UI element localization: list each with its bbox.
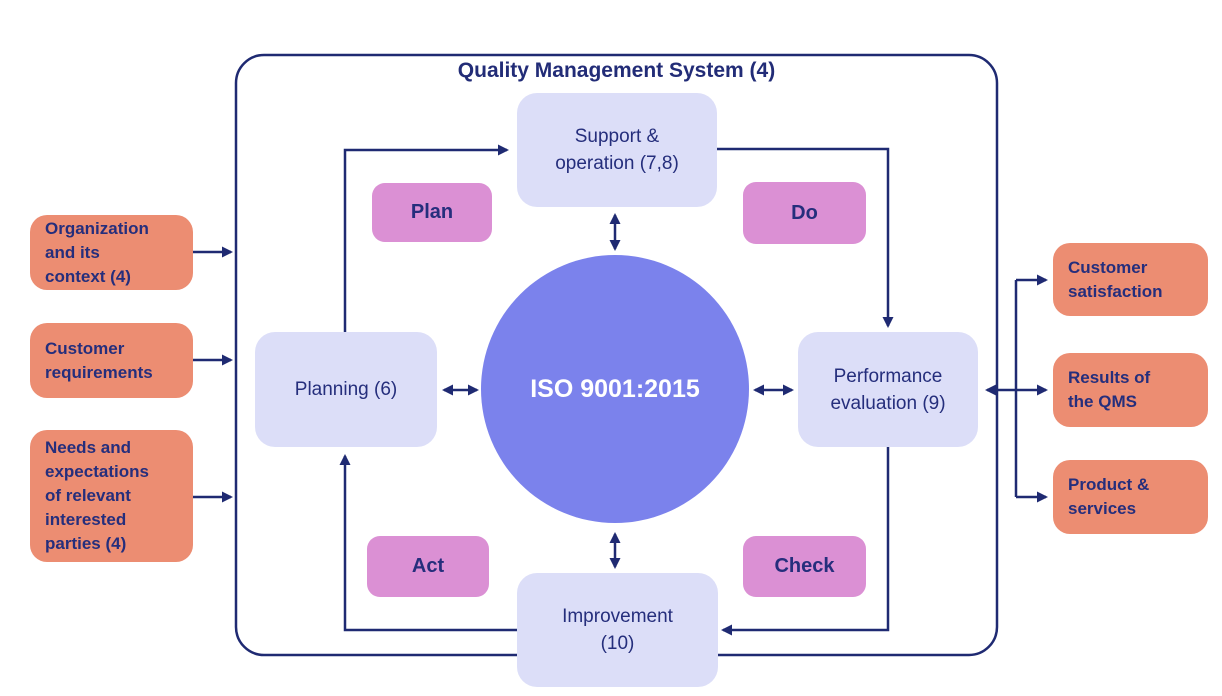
pdca-label-act: Act <box>367 536 489 597</box>
process-box-support-operation: Support & operation (7,8) <box>517 93 717 207</box>
arrow-support-to-performance <box>717 147 894 328</box>
input-box-customer-requirements: Customer requirements <box>30 323 193 398</box>
pdca-label-check: Check <box>743 536 866 597</box>
arrow-performance-to-improvement <box>721 447 890 636</box>
output-box-customer-satisfaction: Customer satisfaction <box>1053 243 1208 316</box>
pdca-label-do: Do <box>743 182 866 244</box>
process-box-performance-evaluation: Performance evaluation (9) <box>798 332 978 447</box>
input-box-organization-context: Organization and its context (4) <box>30 215 193 290</box>
output-box-results-qms: Results of the QMS <box>1053 353 1208 427</box>
pdca-label-plan: Plan <box>372 183 492 242</box>
process-box-improvement: Improvement (10) <box>517 573 718 687</box>
output-box-product-services: Product & services <box>1053 460 1208 534</box>
input-box-needs-expectations: Needs and expectations of relevant inter… <box>30 430 193 562</box>
arrow-improvement-to-planning <box>339 454 517 632</box>
iso-9001-circle: ISO 9001:2015 <box>481 255 749 523</box>
process-box-planning: Planning (6) <box>255 332 437 447</box>
diagram-title: Quality Management System (4) <box>457 59 776 82</box>
arrow-planning-to-support <box>343 144 509 333</box>
